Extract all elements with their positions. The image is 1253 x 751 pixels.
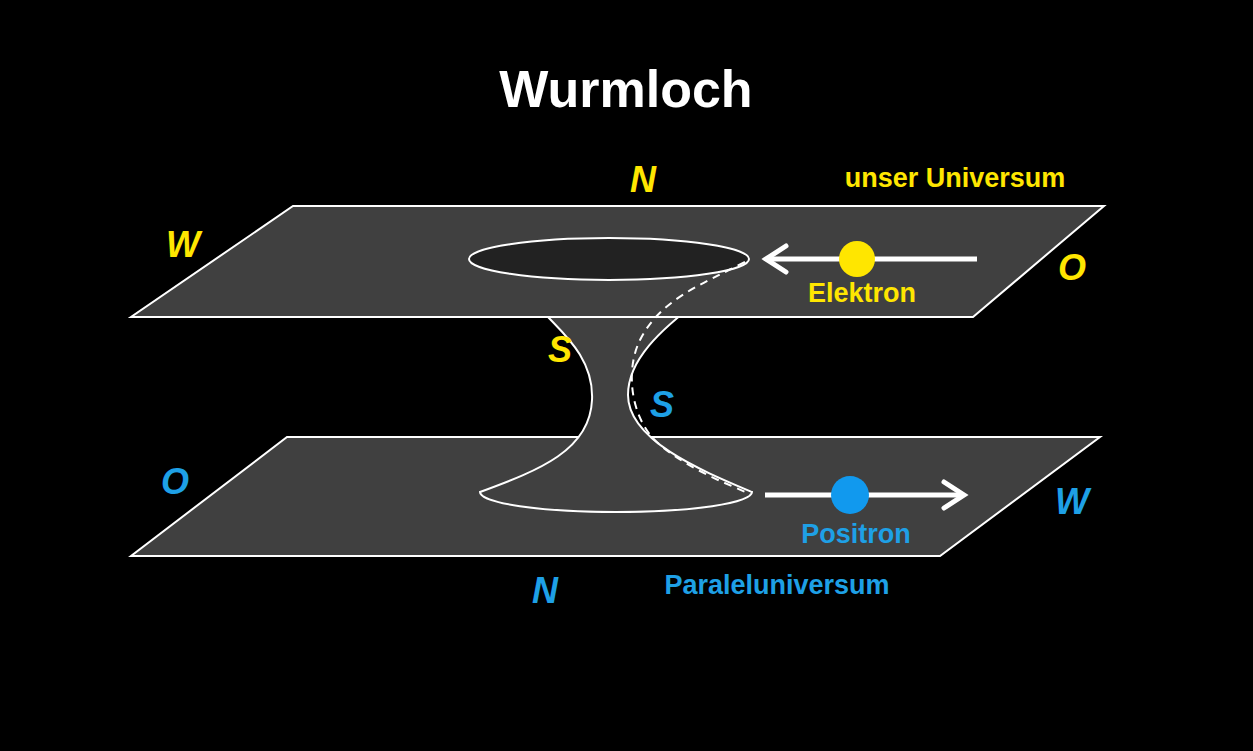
universe-label: Paraleluniversum [664,571,889,601]
electron-dot [839,241,875,277]
arrow-head [766,246,786,272]
compass-letter: N [630,160,656,200]
particle-label: Elektron [808,279,916,309]
compass-letter: W [166,225,200,265]
compass-letter: S [548,330,572,370]
particle-path [632,262,750,494]
compass-letter: O [1058,248,1086,288]
diagram-title: Wurmloch [499,61,752,118]
positron-dot [831,476,869,514]
compass-letter: N [532,571,558,611]
compass-letter: S [650,385,674,425]
arrow-head [944,482,964,508]
compass-letter: W [1055,482,1089,522]
our-plane [131,206,1104,317]
universe-label: unser Universum [845,164,1066,194]
wormhole-throat [480,300,752,512]
compass-letter: O [161,462,189,502]
particle-label: Positron [801,520,911,550]
wormhole-mouth [469,238,749,280]
